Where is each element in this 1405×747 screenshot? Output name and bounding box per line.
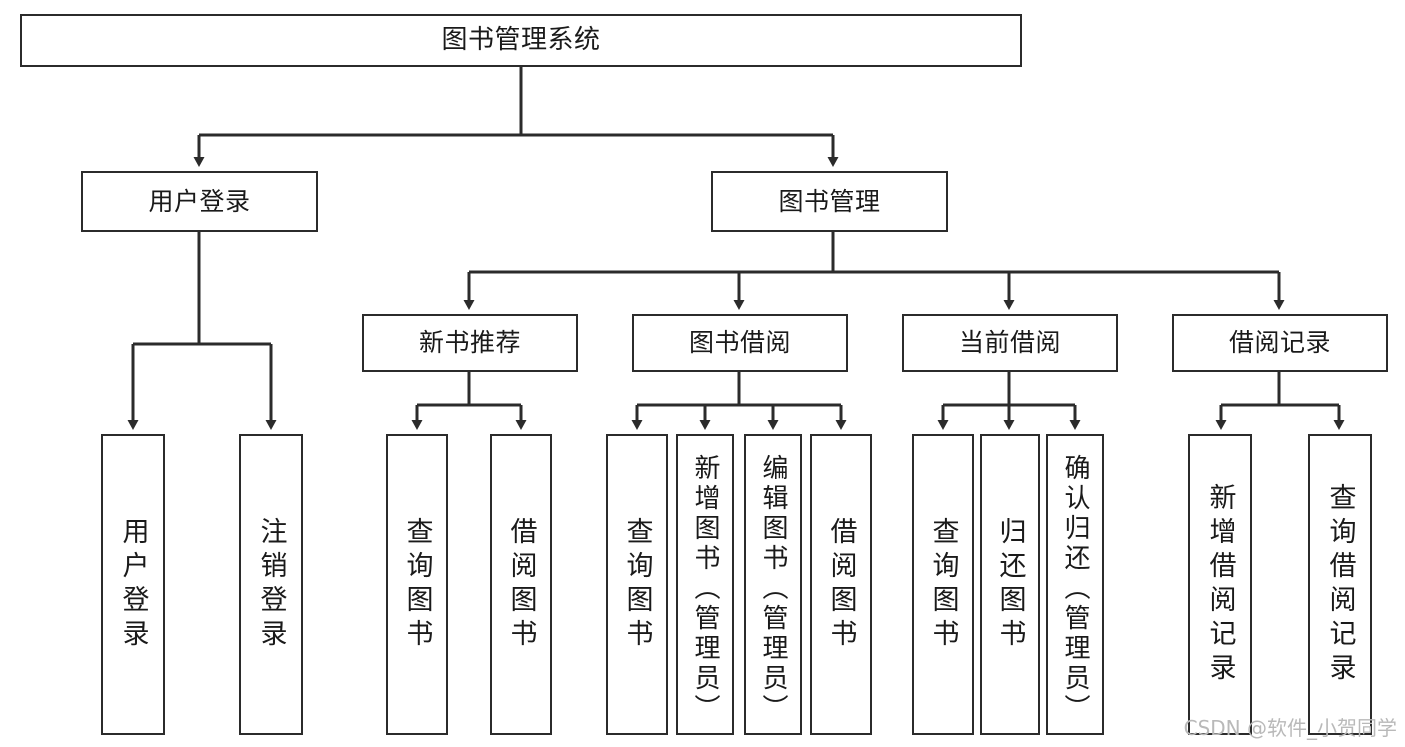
node-current-borrow[interactable]: 当前借阅 — [902, 314, 1118, 372]
node-book-borrow[interactable]: 图书借阅 — [632, 314, 848, 372]
leaf-borrow-borrow-book-label: 借阅图书 — [825, 516, 857, 653]
leaf-records-add-record-label: 新增借阅记录 — [1204, 482, 1236, 687]
leaf-new-book-borrow[interactable]: 借阅图书 — [490, 434, 552, 735]
leaf-borrow-borrow-book[interactable]: 借阅图书 — [810, 434, 872, 735]
leaf-new-book-query[interactable]: 查询图书 — [386, 434, 448, 735]
node-book-management-label: 图书管理 — [778, 186, 881, 216]
node-root-label: 图书管理系统 — [441, 24, 601, 55]
node-book-borrow-label: 图书借阅 — [688, 328, 791, 357]
node-new-book-recommend[interactable]: 新书推荐 — [362, 314, 578, 372]
node-book-management[interactable]: 图书管理 — [711, 171, 948, 232]
node-borrow-records-label: 借阅记录 — [1228, 328, 1331, 357]
leaf-borrow-add-book[interactable]: 新增图书（管理员） — [676, 434, 734, 735]
leaf-current-confirm-return-label: 确认归还（管理员） — [1060, 454, 1090, 724]
leaf-current-return-book[interactable]: 归还图书 — [980, 434, 1040, 735]
watermark-text: CSDN @软件_小贺同学 — [1183, 716, 1397, 740]
node-current-borrow-label: 当前借阅 — [958, 328, 1061, 357]
node-borrow-records[interactable]: 借阅记录 — [1172, 314, 1388, 372]
node-root[interactable]: 图书管理系统 — [20, 14, 1022, 67]
leaf-records-query-record-label: 查询借阅记录 — [1324, 482, 1356, 687]
leaf-new-book-query-label: 查询图书 — [401, 516, 433, 653]
leaf-current-return-book-label: 归还图书 — [994, 516, 1026, 653]
node-new-book-recommend-label: 新书推荐 — [418, 328, 521, 357]
leaf-borrow-add-book-label: 新增图书（管理员） — [690, 454, 720, 724]
leaf-new-book-borrow-label: 借阅图书 — [505, 516, 537, 653]
leaf-borrow-edit-book-label: 编辑图书（管理员） — [758, 454, 788, 724]
leaf-borrow-query-book-label: 查询图书 — [621, 516, 653, 653]
leaf-user-login-signin-label: 用户登录 — [117, 516, 149, 653]
leaf-user-login-signout[interactable]: 注销登录 — [239, 434, 303, 735]
node-user-login[interactable]: 用户登录 — [81, 171, 318, 232]
node-user-login-label: 用户登录 — [148, 186, 251, 216]
leaf-borrow-query-book[interactable]: 查询图书 — [606, 434, 668, 735]
leaf-current-confirm-return[interactable]: 确认归还（管理员） — [1046, 434, 1104, 735]
leaf-user-login-signout-label: 注销登录 — [255, 516, 287, 653]
leaf-current-query-book-label: 查询图书 — [927, 516, 959, 653]
leaf-records-add-record[interactable]: 新增借阅记录 — [1188, 434, 1252, 735]
leaf-records-query-record[interactable]: 查询借阅记录 — [1308, 434, 1372, 735]
leaf-current-query-book[interactable]: 查询图书 — [912, 434, 974, 735]
leaf-borrow-edit-book[interactable]: 编辑图书（管理员） — [744, 434, 802, 735]
leaf-user-login-signin[interactable]: 用户登录 — [101, 434, 165, 735]
